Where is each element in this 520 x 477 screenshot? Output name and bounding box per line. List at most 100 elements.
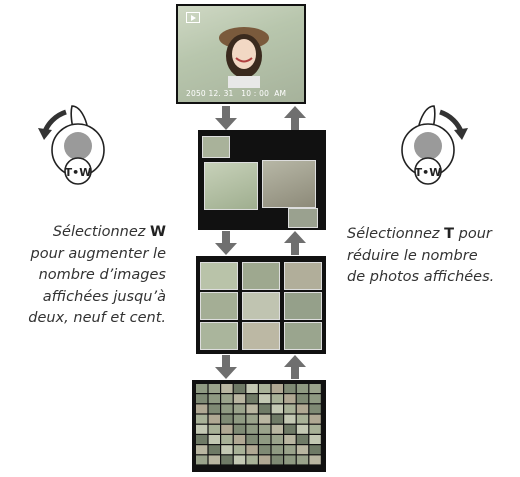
playback-icon — [186, 12, 200, 23]
thumbnail — [221, 404, 233, 414]
thumbnail — [309, 424, 321, 434]
thumbnail — [284, 394, 296, 404]
thumbnail — [246, 445, 258, 455]
thumbnail — [221, 414, 233, 424]
thumbnail-grid — [196, 384, 321, 465]
caption-text: pour — [454, 226, 492, 242]
thumbnail — [284, 404, 296, 414]
arrow-up-icon — [284, 231, 306, 255]
zoom-in-caption: Sélectionnez T pour réduire le nombre de… — [347, 224, 520, 289]
caption-line: Sélectionnez T pour — [347, 224, 520, 246]
thumbnail — [296, 394, 309, 404]
arrow-down-icon — [215, 355, 237, 379]
zoom-lever-t-icon: T•W — [401, 105, 468, 185]
thumbnail — [221, 455, 233, 465]
thumbnail — [259, 424, 271, 434]
thumbnail — [271, 424, 283, 434]
thumbnail — [221, 394, 233, 404]
thumbnail — [284, 384, 296, 393]
thumbnail — [200, 322, 238, 350]
thumbnail — [233, 445, 246, 455]
thumbnail — [284, 322, 322, 350]
thumbnail — [259, 394, 271, 404]
two-frame-screen — [198, 130, 326, 230]
thumbnail — [200, 262, 238, 290]
thumbnail — [196, 394, 208, 404]
thumbnail — [233, 424, 246, 434]
thumbnail — [259, 384, 271, 393]
svg-text:T•W: T•W — [415, 166, 442, 179]
thumbnail — [233, 435, 246, 444]
thumbnail — [233, 384, 246, 393]
thumbnail — [242, 292, 280, 320]
key-w-label: W — [150, 224, 166, 240]
thumbnail — [246, 384, 258, 393]
arrow-up-icon — [284, 355, 306, 379]
thumbnail — [242, 262, 280, 290]
thumbnail — [309, 414, 321, 424]
thumbnail — [208, 435, 220, 444]
thumbnail — [221, 424, 233, 434]
thumbnail — [309, 404, 321, 414]
thumbnail — [309, 455, 321, 465]
thumbnail — [196, 404, 208, 414]
thumbnail — [221, 384, 233, 393]
thumbnail — [233, 394, 246, 404]
thumbnail — [246, 414, 258, 424]
thumbnail — [196, 435, 208, 444]
thumbnail — [309, 445, 321, 455]
caption-line: réduire le nombre — [347, 247, 478, 264]
zoom-lever-w-icon: T•W — [38, 105, 105, 185]
thumbnail — [296, 424, 309, 434]
thumbnail — [208, 404, 220, 414]
thumbnail — [309, 384, 321, 393]
thumbnail — [296, 445, 309, 455]
thumbnail — [208, 445, 220, 455]
thumbnail — [284, 424, 296, 434]
thumbnail — [284, 262, 322, 290]
caption-line: pour augmenter le — [30, 245, 166, 262]
thumbnail — [246, 404, 258, 414]
arrow-down-icon — [215, 106, 237, 130]
zoom-out-caption: Sélectionnez W pour augmenter le nombre … — [0, 222, 166, 330]
thumbnail — [196, 424, 208, 434]
thumbnail — [196, 455, 208, 465]
thumbnail — [246, 435, 258, 444]
thumbnail — [284, 445, 296, 455]
thumbnail — [296, 384, 309, 393]
thumbnail — [296, 404, 309, 414]
thumbnail — [284, 292, 322, 320]
thumbnail — [200, 292, 238, 320]
thumbnail — [196, 414, 208, 424]
thumbnail — [246, 455, 258, 465]
thumbnail — [271, 394, 283, 404]
thumbnail — [233, 414, 246, 424]
thumbnail — [259, 445, 271, 455]
thumbnail — [204, 162, 258, 210]
thumbnail — [208, 424, 220, 434]
nine-frame-screen — [196, 256, 326, 354]
thumbnail — [208, 394, 220, 404]
caption-line: affichées jusqu’à — [42, 288, 166, 305]
thumbnail — [271, 435, 283, 444]
thumbnail — [271, 414, 283, 424]
thumbnail — [262, 160, 316, 208]
thumbnail — [271, 445, 283, 455]
thumbnail — [309, 435, 321, 444]
caption-text: Sélectionnez — [52, 224, 150, 240]
hundred-frame-screen — [192, 380, 326, 472]
thumbnail — [271, 455, 283, 465]
thumbnail — [202, 136, 230, 158]
thumbnail — [208, 455, 220, 465]
thumbnail — [221, 445, 233, 455]
arrow-up-icon — [284, 106, 306, 130]
thumbnail — [196, 445, 208, 455]
thumbnail — [288, 208, 318, 228]
thumbnail — [284, 455, 296, 465]
caption-line: deux, neuf et cent. — [28, 310, 166, 326]
thumbnail — [296, 414, 309, 424]
thumbnail — [271, 404, 283, 414]
thumbnail — [284, 435, 296, 444]
portrait-photo — [219, 27, 269, 88]
thumbnail — [221, 435, 233, 444]
